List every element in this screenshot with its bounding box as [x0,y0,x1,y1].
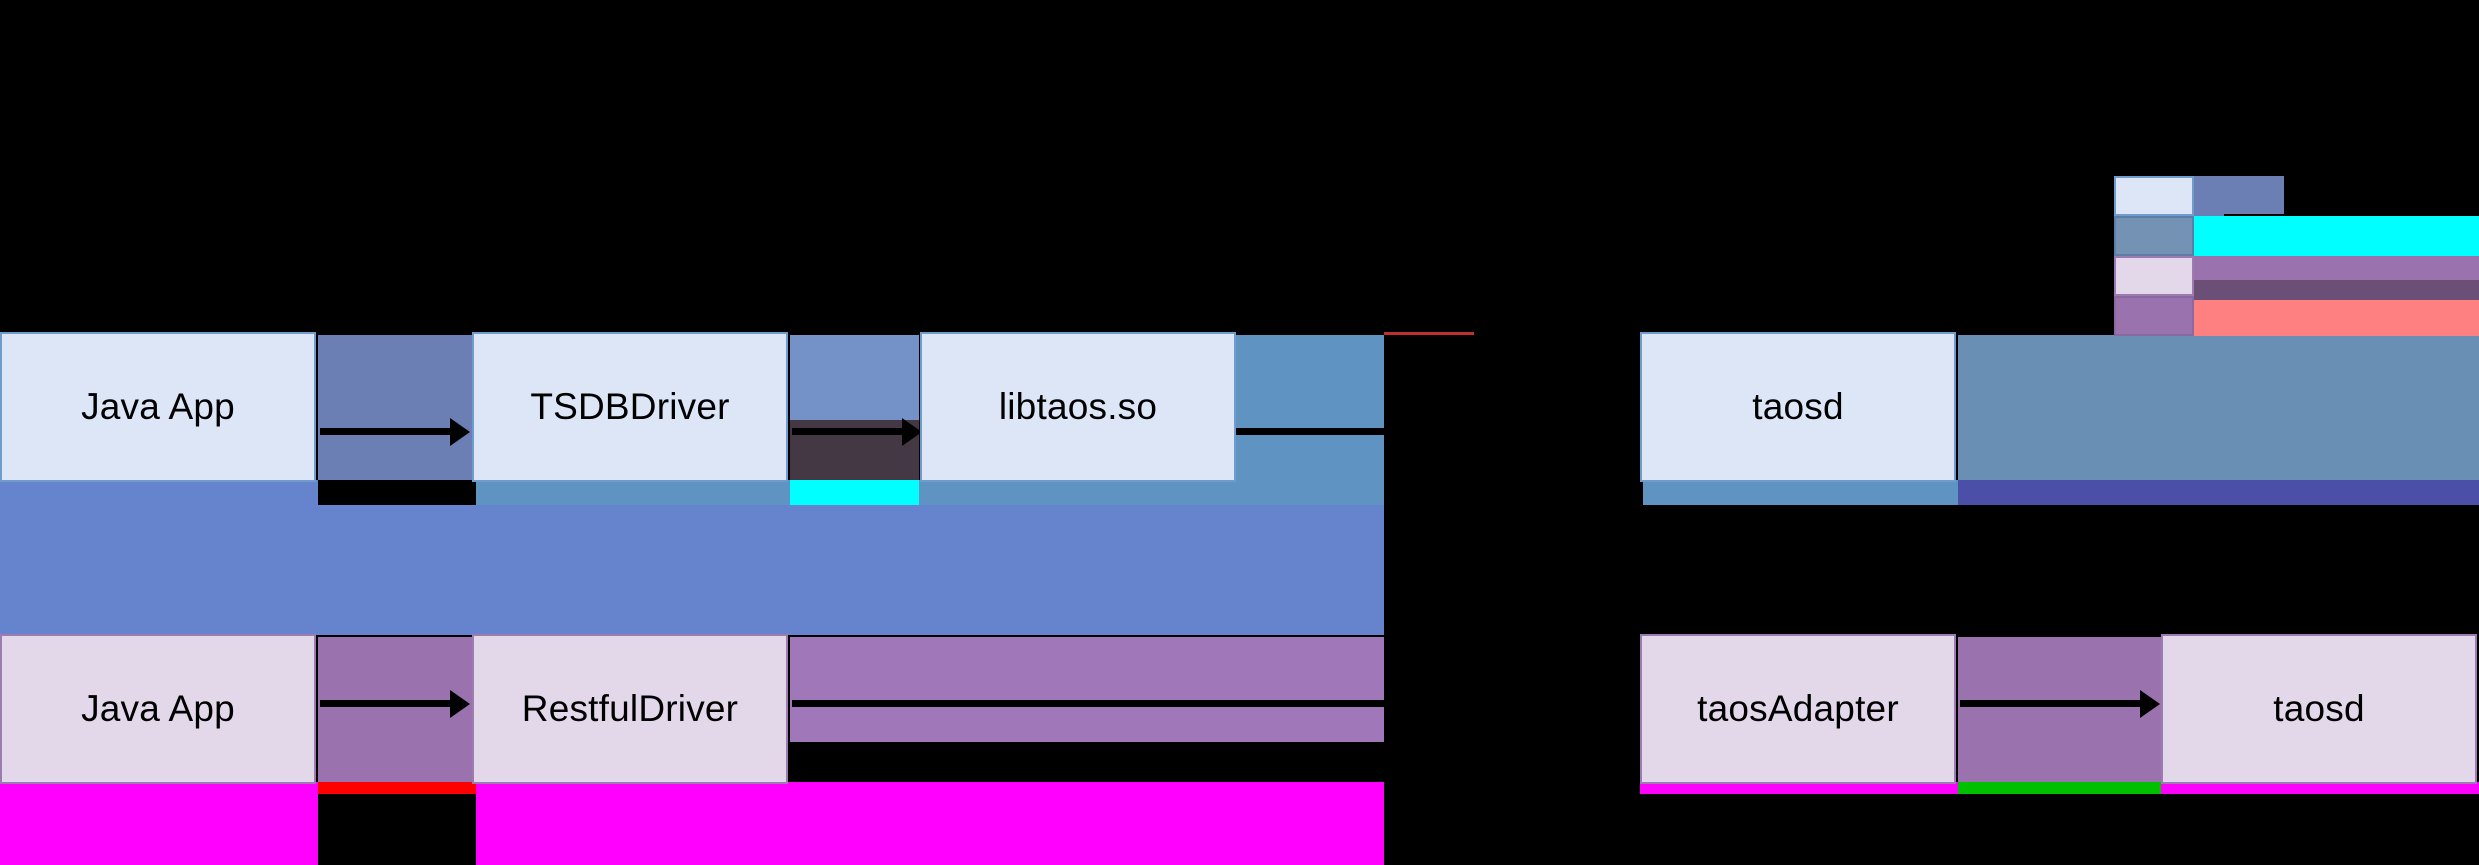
legend [2114,176,2479,336]
lane-bottom-left-purple [318,637,476,782]
lane-bottom-mid-purple [790,637,1384,742]
lane-top-steel-right [1958,335,2479,480]
node-label: libtaos.so [998,386,1158,427]
rule-bottom-magenta-a [0,782,318,865]
node-label: TSDBDriver [530,386,730,427]
rule-bottom-magenta-b [476,782,1384,865]
node-taos-adapter[interactable]: taosAdapter [1640,634,1956,784]
node-libtaos-so[interactable]: libtaos.so [920,332,1236,482]
node-label: Java App [81,688,235,729]
legend-swatch-server-rest [2114,296,2194,336]
rule-top-cyan-highlight [790,480,919,505]
legend-swatch-server-native [2114,216,2194,256]
rule-top-indigo [1958,480,2479,505]
lane-top-right-blue [1233,335,1384,480]
node-label: RestfulDriver [521,688,739,729]
node-java-app-native[interactable]: Java App [0,332,316,482]
lane-mid-blue-band [0,505,1384,635]
arrow-tsdbdriver-to-libtaos-head [902,418,922,446]
node-tsdb-driver[interactable]: TSDBDriver [472,332,788,482]
node-label: taosAdapter [1697,688,1899,729]
node-label: taosd [1752,386,1844,427]
rule-bottom-red-highlight [318,782,476,794]
arrow-taosadapter-to-taosd-line [1960,700,2140,707]
rule-top-steel-b [476,480,790,505]
arrow-libtaos-to-taosd-line [1236,428,1916,435]
arrow-javaapp-to-tsdbdriver-line [320,428,450,435]
arrow-tsdbdriver-to-libtaos-line [792,428,902,435]
rule-top-red [1384,332,1474,335]
rule-bottom-green-highlight [1958,782,2161,794]
rule-top-steel-c [919,480,1384,505]
legend-bar-client-rest-dark [2194,280,2479,300]
legend-bar-client-native [2194,176,2284,214]
node-taosd-native[interactable]: taosd [1640,332,1956,482]
node-restful-driver[interactable]: RestfulDriver [472,634,788,784]
rule-bottom-magenta-c [1640,782,1958,794]
arrow-restfuldriver-to-taosadapter-line [792,700,1632,707]
lane-bottom-right-purple [1958,637,2161,782]
node-label: taosd [2273,688,2365,729]
rule-top-steel-a [0,480,318,505]
legend-bar-client-rest [2194,256,2479,280]
rule-bottom-magenta-d [2161,782,2479,794]
legend-bar-server-native-cyan [2194,216,2479,256]
node-java-app-rest[interactable]: Java App [0,634,316,784]
lane-top-left-blue [318,335,476,480]
legend-swatch-client-rest [2114,256,2194,296]
arrow-javaapp-to-restfuldriver-line [320,700,450,707]
legend-swatch-client-native [2114,176,2194,216]
arrow-javaapp-to-restfuldriver-head [450,690,470,718]
rule-top-steel-d [1643,480,1958,505]
node-label: Java App [81,386,235,427]
arrow-taosadapter-to-taosd-head [2140,690,2160,718]
legend-bar-server-rest-salmon [2194,300,2479,336]
node-taosd-rest[interactable]: taosd [2161,634,2477,784]
arrow-javaapp-to-tsdbdriver-head [450,418,470,446]
